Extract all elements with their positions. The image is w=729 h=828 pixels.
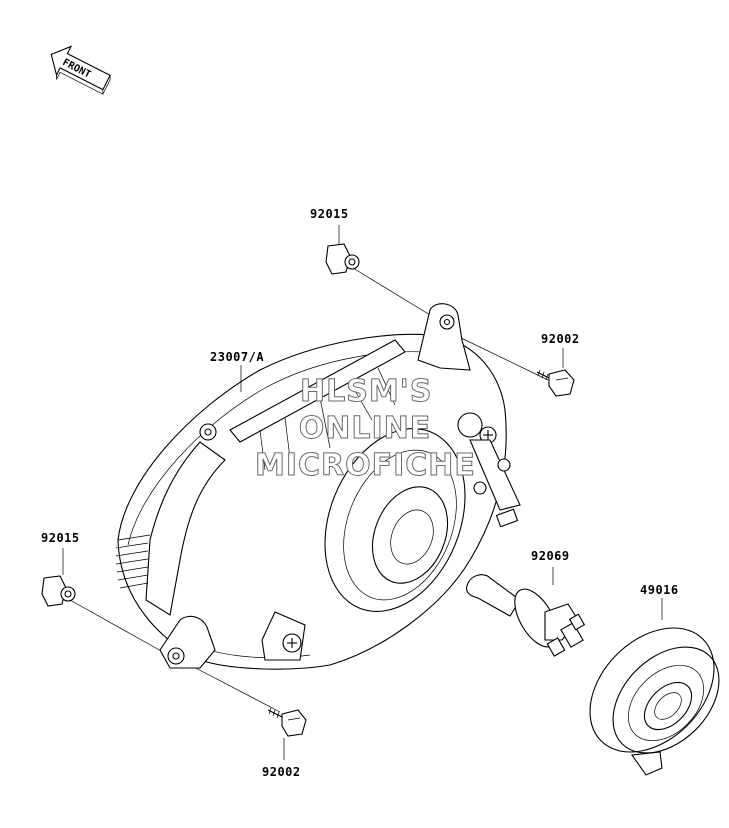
part-number-cap: 49016	[640, 583, 679, 597]
watermark-line-1: HLSM'S	[300, 374, 433, 409]
front-arrow-icon	[50, 45, 111, 95]
part-number-bulb: 92069	[531, 549, 570, 563]
part-number-housing: 23007/A	[210, 350, 265, 364]
watermark-line-2: ONLINE	[298, 411, 432, 446]
bolt-bottom-part	[267, 707, 307, 737]
bulb-part	[466, 574, 586, 657]
part-number-nut-left: 92015	[41, 531, 80, 545]
part-number-bolt-top: 92002	[541, 332, 580, 346]
bolt-top-part	[536, 369, 575, 397]
leader-lines	[62, 225, 663, 760]
nut-left-part	[41, 575, 76, 607]
headlight-housing	[115, 303, 521, 670]
part-number-nut-top: 92015	[310, 207, 349, 221]
nut-top-part	[325, 243, 360, 275]
part-number-bolt-bottom: 92002	[262, 765, 301, 779]
cap-part	[589, 627, 720, 776]
watermark-line-3: MICROFICHE	[255, 448, 476, 483]
